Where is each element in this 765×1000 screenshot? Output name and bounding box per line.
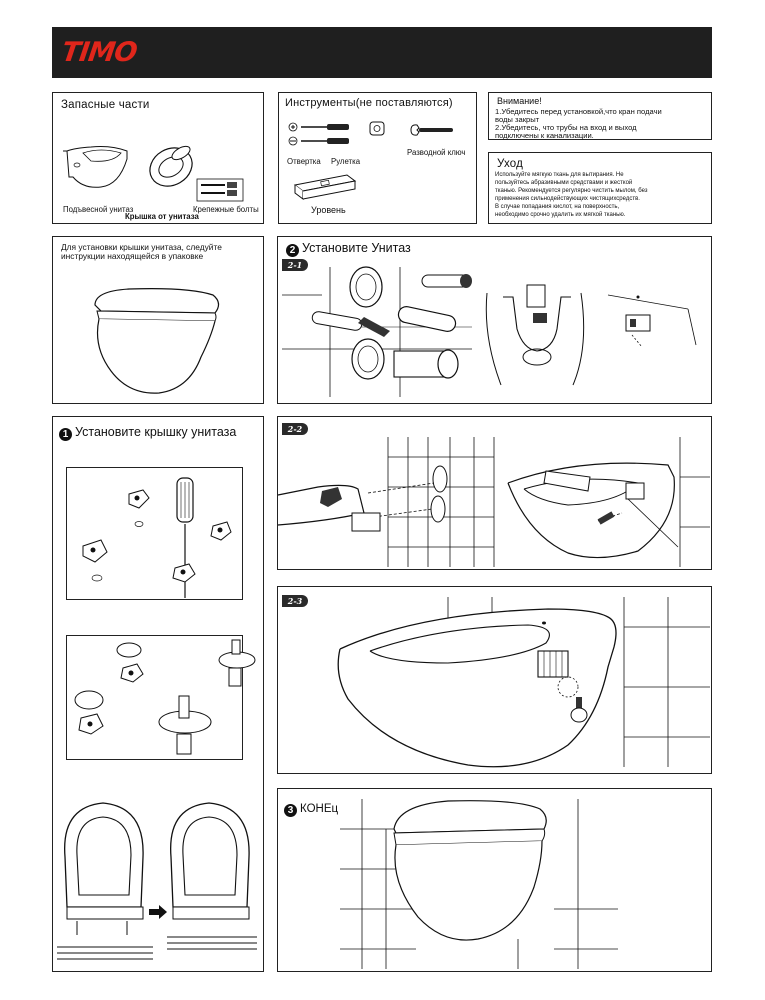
substep-2-1-badge: 2-1 bbox=[282, 259, 308, 271]
wrench-icon bbox=[410, 124, 453, 136]
seat-installation-before-after bbox=[57, 802, 257, 960]
seat-fixing-parts-illustration bbox=[82, 477, 232, 598]
step1-number: 1 bbox=[59, 428, 72, 441]
care-line-6: необходимо срочно удалить их мягкой ткан… bbox=[495, 212, 626, 218]
spare-item-toilet: Подъвесной унитаз bbox=[63, 205, 134, 214]
seat-note-line-2: инструкции находящейся в упаковке bbox=[61, 251, 204, 261]
tools-panel: Инструменты(не поставляются) Отвертка Ру… bbox=[278, 92, 477, 224]
care-panel: Уход Используйте мягкую ткань для вытира… bbox=[488, 152, 712, 224]
screwdrivers-illustration bbox=[288, 122, 349, 146]
care-title: Уход bbox=[497, 158, 524, 170]
step2-1-frame-illustration bbox=[485, 284, 585, 386]
step3-number: 3 bbox=[284, 804, 297, 817]
tools-title: Инструменты(не поставляются) bbox=[285, 97, 453, 109]
care-line-3: тканью. Рекомендуется регулярно чистить … bbox=[495, 188, 648, 194]
tool-tape: Рулетка bbox=[331, 157, 361, 166]
level-tool-illustration bbox=[293, 174, 357, 200]
step2-number: 2 bbox=[286, 244, 299, 257]
substep-2-2-badge: 2-2 bbox=[282, 423, 308, 435]
tool-wrench: Разводной ключ bbox=[407, 148, 466, 157]
seat-note-line-1: Для установки крышки унитаза, следуйте bbox=[61, 242, 222, 252]
mounting-bolts-illustration bbox=[196, 178, 244, 202]
seat-hinge-assembly-illustration bbox=[74, 639, 256, 755]
attention-line-2: воды закрыт bbox=[495, 115, 540, 124]
logo-text: TIMO bbox=[59, 37, 139, 68]
wall-hung-toilet-illustration bbox=[63, 146, 128, 188]
step3-title: КОНЕц bbox=[300, 803, 339, 815]
care-line-5: В случае попадания кислот, на поверхност… bbox=[495, 204, 620, 210]
toilet-seat-illustration bbox=[149, 145, 193, 187]
substep-2-3-panel: 2-3 bbox=[277, 586, 712, 774]
fixing-part-a bbox=[128, 489, 150, 527]
toilet-with-lid-illustration bbox=[94, 288, 220, 394]
attention-line-4: подключены к канализации. bbox=[495, 131, 594, 140]
attention-line-3: 2.Убедитесь, что трубы на вход и выход bbox=[495, 123, 637, 132]
spare-parts-panel: Запасные части Подъвесной унитаз Крышка … bbox=[52, 92, 264, 224]
care-line-4: применения сильнодействующих чистящихсре… bbox=[495, 196, 640, 202]
care-line-1: Используйте мягкую ткань для вытирания. … bbox=[495, 172, 624, 178]
attention-line-1: 1.Убедитесь перед установкой,что кран по… bbox=[495, 107, 662, 116]
step2-1-bracket-detail bbox=[607, 294, 697, 348]
step2-title: Установите Унитаз bbox=[302, 241, 411, 255]
finished-toilet-illustration bbox=[340, 799, 618, 969]
step2-3-illustration bbox=[337, 597, 710, 768]
step1-title: Установите крышку унитаза bbox=[75, 425, 237, 439]
step2-2-illustration bbox=[277, 437, 710, 567]
step2-1-wall-illustration bbox=[282, 266, 472, 397]
spare-parts-title: Запасные части bbox=[61, 99, 150, 111]
header-bar: TIMO bbox=[52, 27, 712, 78]
spare-item-bolts: Крепежные болты bbox=[193, 205, 259, 214]
substep-2-3-badge: 2-3 bbox=[282, 595, 308, 607]
care-line-2: пользуйтесь абразивными средствами и жес… bbox=[495, 180, 633, 186]
step1-subframe-a bbox=[66, 467, 243, 600]
tape-measure-icon bbox=[369, 121, 385, 136]
attention-panel: Внимание! 1.Убедитесь перед установкой,ч… bbox=[488, 92, 712, 140]
substep-2-2-panel: 2-2 bbox=[277, 416, 712, 570]
attention-title: Внимание! bbox=[497, 96, 542, 106]
step1-subframe-b bbox=[66, 635, 256, 760]
seat-note-panel: Для установки крышки унитаза, следуйте и… bbox=[52, 236, 264, 404]
brand-logo: TIMO bbox=[59, 37, 142, 69]
tool-level: Уровень bbox=[311, 205, 346, 215]
tool-screwdriver: Отвертка bbox=[287, 157, 321, 166]
spare-item-seat: Крышка от унитаза bbox=[125, 212, 199, 221]
